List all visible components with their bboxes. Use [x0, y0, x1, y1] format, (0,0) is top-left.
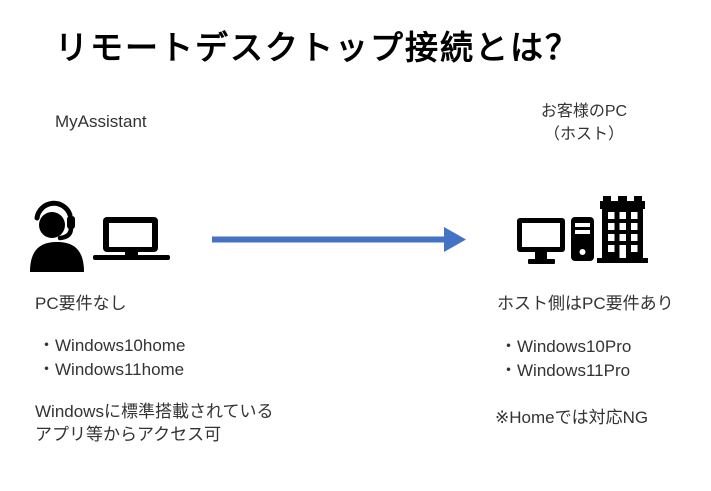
right-column-label: お客様のPC （ホスト）	[498, 100, 670, 146]
desktop-pc-icon	[516, 216, 594, 264]
list-item: ・Windows11home	[38, 360, 185, 379]
left-note-text: Windowsに標準搭載されている アプリ等からアクセス可	[35, 400, 273, 446]
support-agent-icon	[28, 196, 86, 272]
left-note-line1: Windowsに標準搭載されている	[35, 402, 274, 421]
list-item: ・Windows11Pro	[500, 361, 631, 380]
list-item: ・Windows10home	[38, 336, 186, 355]
list-item: ・Windows10Pro	[500, 337, 632, 356]
left-column-label: MyAssistant	[55, 112, 147, 131]
right-note-text: ※Homeでは対応NG	[495, 408, 649, 427]
building-icon	[596, 196, 649, 264]
right-label-line1: お客様のPC	[540, 103, 628, 120]
right-bullet-list: ・Windows10Pro ・Windows11Pro	[500, 335, 631, 383]
left-requirement-text: PC要件なし	[35, 294, 127, 313]
right-requirement-text: ホスト側はPC要件あり	[497, 294, 674, 313]
left-bullet-list: ・Windows10home ・Windows11home	[38, 334, 185, 382]
left-note-line2: アプリ等からアクセス可	[35, 425, 222, 444]
laptop-icon	[93, 215, 171, 261]
page-title: リモートデスクトップ接続とは？	[55, 29, 580, 66]
arrow-right-icon	[210, 224, 468, 256]
right-label-line2: （ホスト）	[543, 126, 624, 143]
